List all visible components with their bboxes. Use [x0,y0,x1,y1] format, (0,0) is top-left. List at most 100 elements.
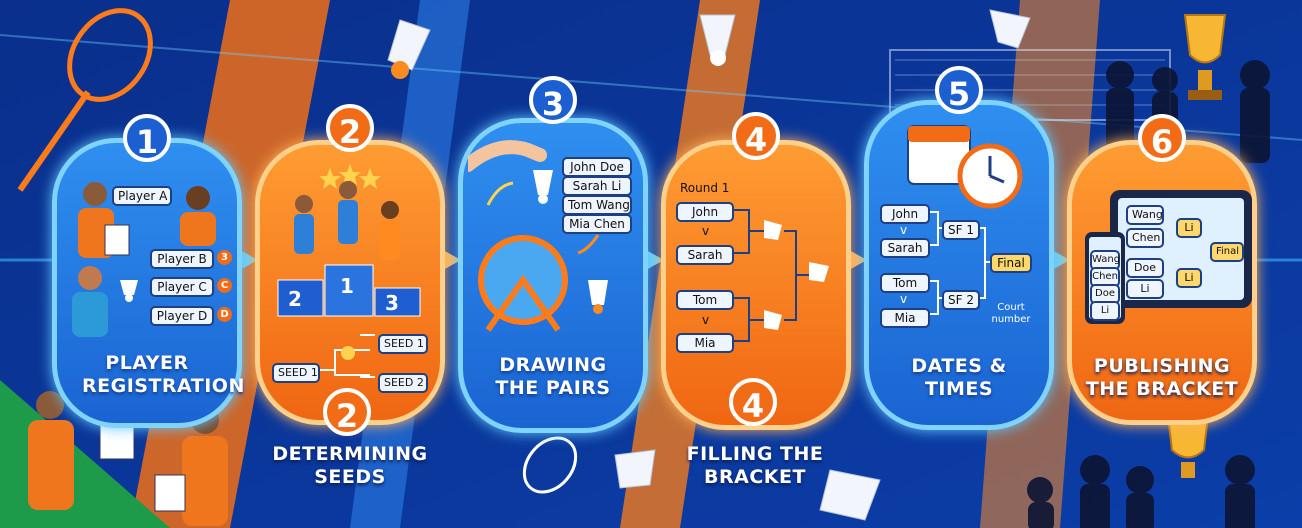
tablet-entry: Doe [1126,258,1164,278]
player-label: Player B [150,249,214,269]
final-label: Final [990,253,1032,273]
shuttlecock-icon [533,170,553,204]
hand-icon [468,140,547,172]
player-body [380,220,400,260]
step-5-title: DATES & TIMES [911,355,1007,400]
player-body [72,292,108,337]
player-avatar [186,186,210,210]
draw-illustration [468,140,608,332]
podium-label: 2 [288,287,302,311]
draw-name-label: Mia Chen [562,214,632,234]
schedule-illustration [907,125,1023,209]
racket-icon [522,436,578,494]
step-4-number: 4 [732,112,780,160]
step-3-title: DRAWING THE PAIRS [495,354,611,399]
arrow [486,181,514,206]
bracket-line [734,209,769,254]
net-mesh [895,59,1165,106]
seed-bracket [315,334,375,378]
versus-label: v [702,224,710,238]
tablet-entry: Li [1126,279,1164,299]
bracket-entry: Tom [676,290,734,310]
step-3-number: 3 [529,76,577,124]
trophy-icon [1183,14,1227,100]
step-2-number-secondary: 2 [323,388,371,436]
player-badge: D [217,307,232,322]
player-avatar [295,195,313,213]
clipboard-icon [104,224,130,256]
court-line [0,34,1302,141]
calendar-header [908,126,970,142]
shuttlecock-icon [588,280,608,314]
racket-icon [67,8,153,102]
tablet-entry: Wang [1126,205,1164,225]
schedule-entry: Tom [880,273,930,293]
step-1-number: 1 [123,114,171,162]
trophy-icon [1166,414,1210,478]
step-4-title: FILLING THE BRACKET [686,443,824,488]
player-body [294,214,314,254]
shuttlecock-icon [120,280,138,302]
podium-illustration [277,164,421,317]
versus-label: v [900,292,908,306]
draw-name-label: Tom Wang [562,195,632,215]
semifinal-label: SF 2 [942,290,980,310]
step-4-number-secondary: 4 [729,378,777,426]
seed-label: SEED 1 [272,363,320,383]
shuttlecock-icon [699,14,736,66]
bracket-entry: Sarah [676,245,734,265]
step-6-title: PUBLISHING THE BRACKET [1085,355,1239,400]
step-1-illustration [72,182,216,337]
draw-name-label: Sarah Li [562,176,632,196]
seed-label: SEED 1 [378,334,428,354]
tablet-entry: Chen [1126,228,1164,248]
step-6-number: 6 [1138,114,1186,162]
phone-entry: Li [1090,301,1120,321]
flow-arrow [1052,250,1070,270]
bracket-entry: John [676,202,734,222]
player-label: Player A [112,186,172,206]
player-label: Player D [150,306,214,326]
player-avatar [78,266,102,290]
shuttlecock-icon [614,449,656,489]
tablet-entry: Li [1176,218,1202,238]
flow-arrow [646,250,664,270]
shuttlecock-icon [387,19,431,79]
player-body [180,212,216,246]
bracket-line [980,227,990,299]
flow-arrow [849,250,867,270]
step-2-number: 2 [326,104,374,152]
shuttlecock-icon [764,220,782,240]
versus-label: v [702,313,710,327]
podium-block-2 [277,279,324,317]
stars [319,164,381,189]
bracket-line [784,230,809,321]
schedule-entry: Mia [880,308,930,328]
step-2-title: DETERMINING SEEDS [272,443,428,488]
tablet-final: Final [1210,242,1244,262]
step-5-number: 5 [935,66,983,114]
player-body [338,200,358,244]
schedule-entry: Sarah [880,238,930,258]
court-number-label: Court number [991,302,1031,325]
step-1-title: PLAYER REGISTRATION [82,352,245,397]
schedule-entry: John [880,204,930,224]
shuttlecock-icon [989,9,1031,49]
semifinal-label: SF 1 [942,220,980,240]
racket-handle [17,90,91,192]
draw-name-label: John Doe [562,157,632,177]
shuttlecock-icon [764,310,782,330]
player-avatar [83,182,107,206]
player-avatar [381,201,399,219]
bracket-entry: Mia [676,333,734,353]
player-avatar [339,181,357,199]
player-badge: 3 [217,250,232,265]
bracket-line [930,211,942,246]
bracket-line [930,280,942,315]
podium-block-3 [374,287,421,317]
bracket-line [734,297,769,342]
tablet-entry: Li [1176,268,1202,288]
shuttlecock-icon [809,262,829,282]
bracket-line [360,334,375,378]
